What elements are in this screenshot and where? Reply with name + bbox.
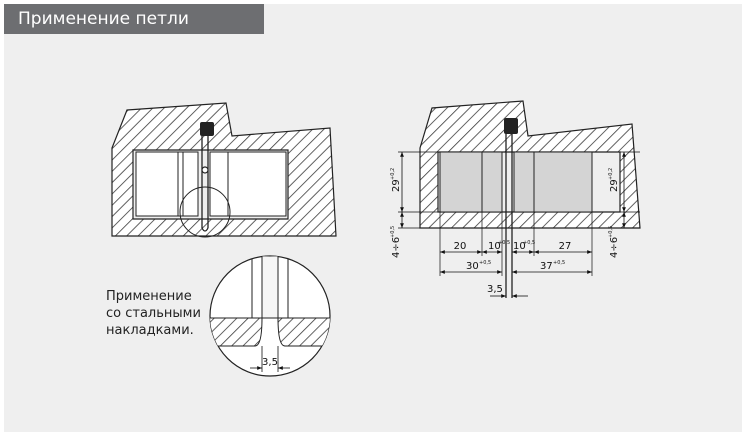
dim-29-left: 29 [391, 179, 402, 192]
dim-29-left-tol: +0,2 [390, 168, 396, 180]
dim-10-left-tol: +0,5 [498, 240, 510, 246]
section-title: Применение петли [4, 4, 264, 34]
left-wall-hatch [111, 102, 337, 237]
dim-20: 20 [454, 241, 467, 252]
right-glass-right [513, 151, 593, 213]
dim-29-right: 29 [609, 179, 620, 192]
detail-view: 3,5 [209, 255, 331, 377]
dim-4-6-right-tol: +0,5 [608, 226, 614, 238]
dim-10-right-tol: +0,5 [523, 240, 535, 246]
dim-3-5: 3,5 [487, 284, 503, 295]
dim-29-right-tol: +0,2 [608, 168, 614, 180]
left-glass-left [135, 151, 199, 217]
detail-gap-label: 3,5 [262, 357, 278, 368]
note-line-2: со стальными [106, 306, 201, 321]
left-glass-right [209, 151, 287, 217]
note-line-1: Применение [106, 289, 192, 304]
detail-callout-circle [179, 186, 231, 238]
right-section-view: 20 10 +0,5 10 +0,5 27 30 +0,5 37 +0,5 3,… [390, 100, 641, 298]
right-hinge-head [504, 118, 518, 134]
dim-10-left: 10 [488, 241, 501, 252]
dim-4-6-left: 4÷6 [391, 237, 402, 258]
dim-10-right: 10 [513, 241, 526, 252]
dim-30: 30 [466, 261, 479, 272]
note-line-3: накладками. [106, 323, 194, 338]
dim-30-tol: +0,5 [479, 260, 491, 266]
steel-plates-note: Применение со стальными накладками. [106, 288, 216, 339]
dim-37: 37 [540, 261, 553, 272]
right-glass-left [439, 151, 503, 213]
left-section-view [111, 102, 337, 238]
dim-4-6-left-tol: +0,5 [390, 226, 396, 238]
left-hinge-head [200, 122, 214, 136]
dim-37-tol: +0,5 [553, 260, 565, 266]
dim-27: 27 [559, 241, 572, 252]
dim-4-6-right: 4÷6 [609, 237, 620, 258]
